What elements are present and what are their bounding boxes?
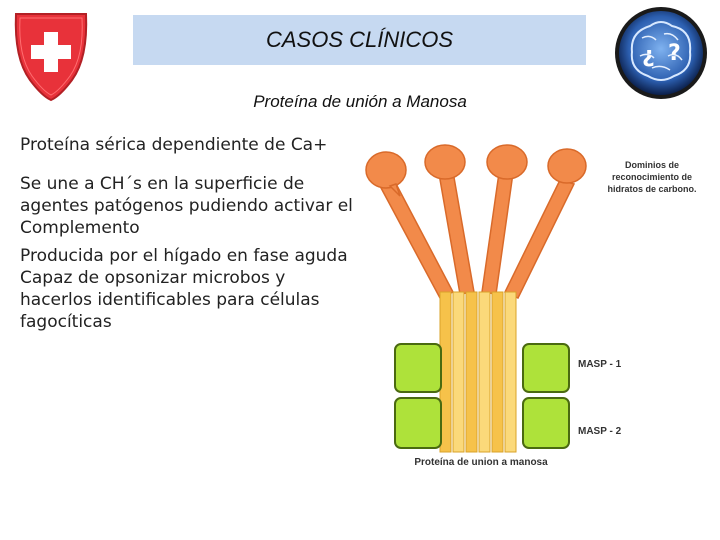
bullet-item: Se une a CH´s en la superficie de agente…: [20, 174, 353, 238]
title-bar: CASOS CLÍNICOS: [133, 15, 586, 65]
mbl-diagram: Dominios de reconocimiento de hidratos d…: [360, 140, 720, 480]
shield-cross-logo: [10, 8, 92, 104]
masp2-label: MASP - 2: [578, 426, 622, 437]
masp-blocks: [394, 343, 570, 449]
domains-label-line3: hidratos de carbono.: [607, 184, 696, 194]
recognition-domain-heads: [365, 144, 587, 197]
domains-label-line1: Dominios de: [625, 160, 679, 170]
bullet-item: Capaz de opsonizar microbos y hacerlos i…: [20, 268, 320, 332]
slide-subtitle: Proteína de unión a Manosa: [253, 92, 467, 111]
bullet-item: Proteína sérica dependiente de Ca+: [20, 135, 328, 155]
svg-text:?: ?: [668, 41, 681, 66]
domains-label-line2: reconocimiento de: [612, 172, 692, 182]
svg-text:¿: ¿: [642, 43, 655, 68]
masp1-label: MASP - 1: [578, 359, 622, 370]
collagen-stalks: [439, 291, 517, 453]
brain-question-logo: ¿ ?: [612, 4, 710, 102]
bullet-item: Producida por el hígado en fase aguda: [20, 246, 348, 266]
protein-arms: [378, 165, 576, 299]
page-title: CASOS CLÍNICOS: [265, 27, 454, 52]
diagram-caption: Proteína de union a manosa: [414, 457, 548, 468]
bullet-list: Proteína sérica dependiente de Ca+ Se un…: [20, 134, 360, 333]
